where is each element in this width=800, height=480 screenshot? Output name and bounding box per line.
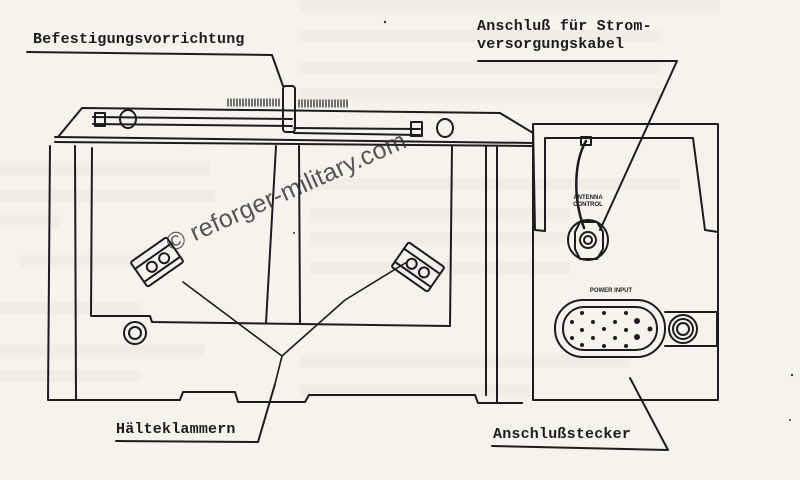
mounting-knob xyxy=(282,85,296,133)
label-power-cable-connector-line2: versorgungskabel xyxy=(477,36,625,53)
antenna-marking-line2: CONTROL xyxy=(573,202,603,208)
connector-panel-bracket xyxy=(532,123,719,233)
tray-body xyxy=(47,145,523,404)
mounting-rail xyxy=(57,107,534,138)
leader-mounting-device xyxy=(26,51,284,87)
label-retaining-clamps: Hälteklammern xyxy=(116,421,236,438)
leader-retaining-clamps xyxy=(115,383,276,443)
antenna-cable xyxy=(575,139,588,230)
leader-connector-plug xyxy=(491,377,669,451)
antenna-control-marking: ANTENNA CONTROL xyxy=(568,195,608,209)
leader-power-cable xyxy=(477,60,678,231)
leader-clamp-branches xyxy=(182,261,408,357)
label-mounting-device: Befestigungsvorrichtung xyxy=(33,31,245,48)
label-power-cable-connector-line1: Anschluß für Strom- xyxy=(477,18,652,35)
retaining-clamp-right xyxy=(391,241,445,293)
retaining-clamp-left xyxy=(130,236,184,288)
label-connector-plug: Anschlußstecker xyxy=(493,426,632,443)
power-input-pins xyxy=(570,311,653,348)
antenna-marking-line1: ANTENNA xyxy=(573,195,603,201)
power-input-connector xyxy=(554,299,666,358)
power-input-marking: POWER INPUT xyxy=(589,288,633,294)
